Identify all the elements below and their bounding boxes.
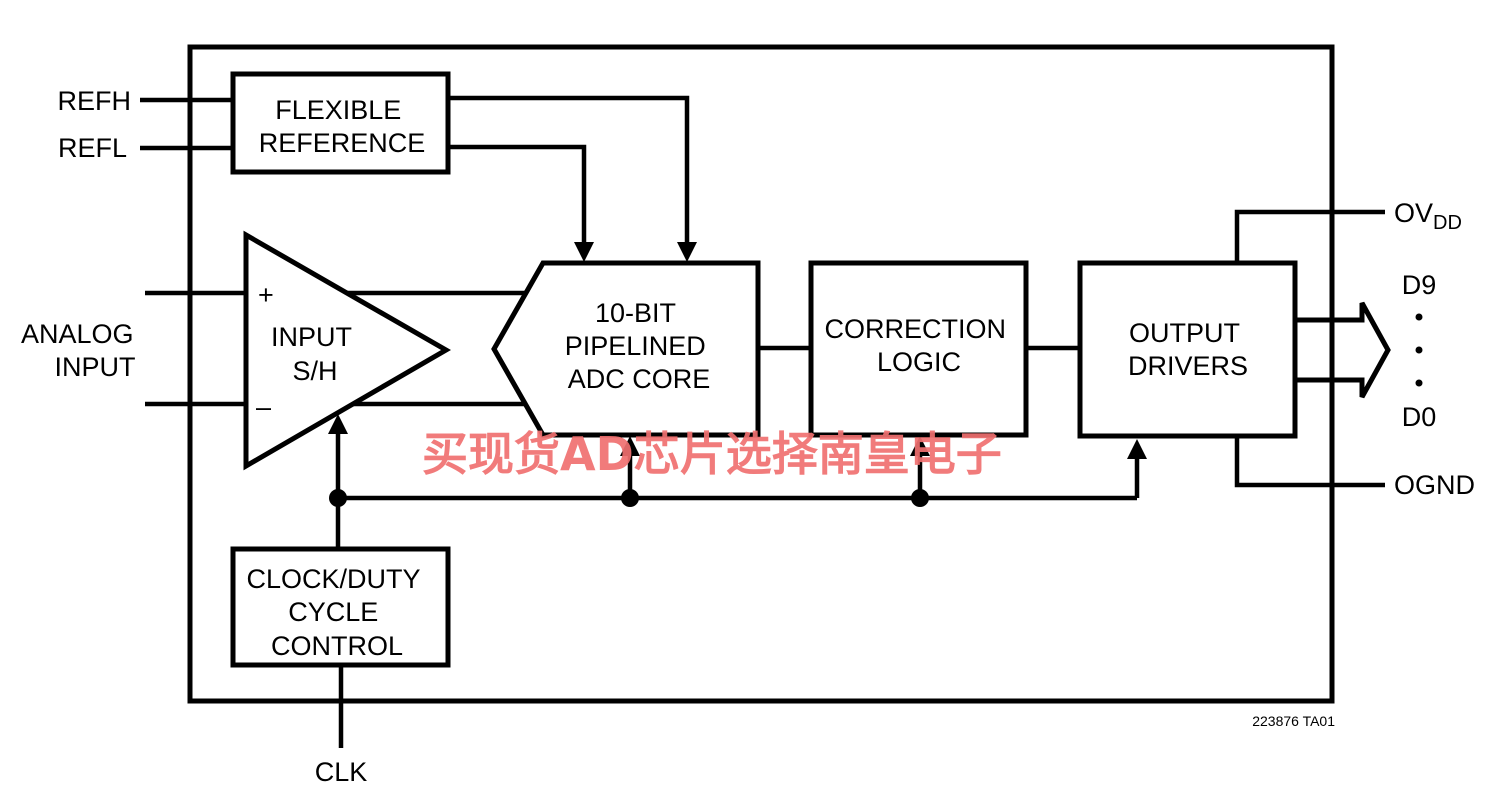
- svg-text:CLOCK/DUTY CYCLE CONTR: CLOCK/DUTY CYCLE CONTROL: [246, 564, 427, 661]
- ref-wire-lower: [448, 144, 587, 245]
- clock-control-label: CLOCK/DUTY: [246, 564, 420, 594]
- ref-arrow-lower: [574, 242, 594, 262]
- clk-label: CLK: [315, 757, 368, 787]
- clock-control-block: [230, 546, 451, 668]
- junction-dot: [329, 489, 347, 507]
- input-sh-amplifier: [243, 230, 451, 471]
- clock-control-label: CONTROL: [271, 631, 403, 661]
- svg-text:ANALOG INPUT: ANALOG INPUT: [21, 319, 141, 382]
- ognd-label: OGND: [1394, 470, 1475, 500]
- ovdd-label: OVDD: [1394, 198, 1462, 234]
- flexible-reference-label: FLEXIBLE: [275, 95, 401, 125]
- clock-arrow-sh: [328, 414, 348, 434]
- output-drivers-label: OUTPUT: [1129, 318, 1240, 348]
- analog-input-label: ANALOG: [21, 319, 134, 349]
- clock-arrow-output: [1127, 439, 1147, 459]
- svg-text:10-BIT PIPELINED ADC C: 10-BIT PIPELINED ADC CORE: [565, 298, 714, 394]
- clock-arrow-adc: [620, 436, 640, 456]
- ognd-wire: [1234, 436, 1385, 488]
- correction-logic-label: CORRECTION: [824, 314, 1006, 344]
- ovdd-subscript: DD: [1433, 212, 1462, 234]
- ref-wire-upper: [448, 95, 690, 245]
- ref-arrow-upper: [677, 242, 697, 262]
- svg-text:FLEXIBLE REFERENCE: FLEXIBLE REFERENCE: [259, 95, 426, 158]
- ovdd-wire: [1234, 209, 1385, 263]
- svg-text:OUTPUT DRIVERS: OUTPUT DRIVERS: [1128, 318, 1248, 381]
- junction-dot: [911, 489, 929, 507]
- refl-label: REFL: [58, 133, 127, 163]
- output-bus-arrow: [1292, 301, 1391, 399]
- clock-control-label: CYCLE: [288, 597, 378, 627]
- bus-ellipsis-dot: [1415, 379, 1423, 387]
- output-drivers-label: DRIVERS: [1128, 351, 1248, 381]
- analog-input-label: INPUT: [55, 352, 136, 382]
- bus-ellipsis-dot: [1415, 313, 1423, 321]
- watermark: 买现货AD芯片选择南皇电子: [422, 427, 1002, 481]
- plus-sign: +: [258, 280, 274, 310]
- correction-logic-block: [808, 260, 1029, 438]
- adc-core-label: PIPELINED: [565, 331, 706, 361]
- flexible-reference-block: [230, 71, 451, 175]
- d0-label: D0: [1402, 402, 1437, 432]
- svg-text:CORRECTION LOGIC: CORRECTION LOGIC: [824, 314, 1013, 377]
- minus-sign: –: [256, 392, 271, 422]
- adc-core-label: ADC CORE: [568, 364, 711, 394]
- adc-core-block: [491, 260, 761, 438]
- input-sh-label: INPUT: [271, 322, 352, 352]
- flexible-reference-label: REFERENCE: [259, 128, 426, 158]
- output-drivers-block: [1077, 260, 1298, 439]
- input-sh-label: S/H: [292, 356, 337, 386]
- chip-outline: [187, 44, 1335, 704]
- d9-label: D9: [1402, 270, 1437, 300]
- junction-dot: [621, 489, 639, 507]
- adc-core-label: 10-BIT: [595, 298, 676, 328]
- clock-arrow-correction: [910, 436, 930, 456]
- correction-logic-label: LOGIC: [877, 347, 961, 377]
- svg-text:INPUT S/H: INPUT S/H: [271, 322, 359, 386]
- figure-id: 223876 TA01: [1252, 713, 1335, 729]
- bus-ellipsis-dot: [1415, 346, 1423, 354]
- refh-label: REFH: [58, 86, 132, 116]
